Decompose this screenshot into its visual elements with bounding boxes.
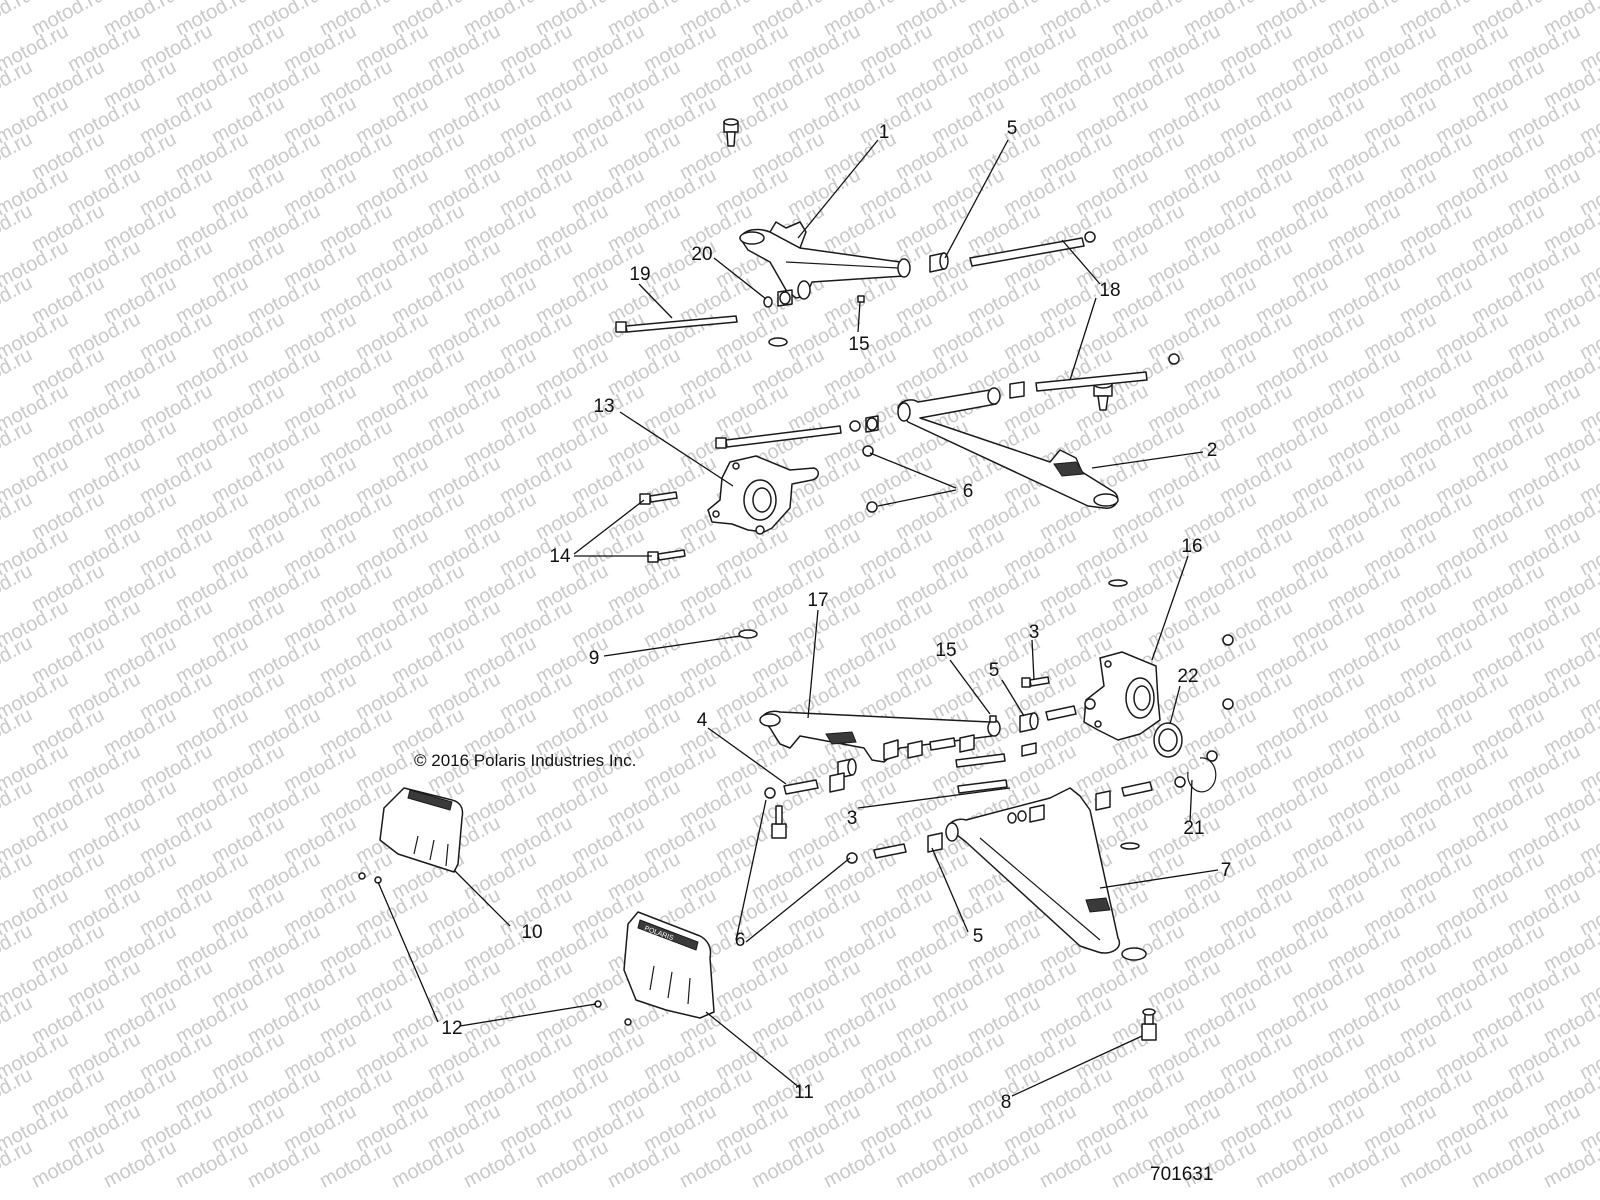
pivot-shaft-lower-drawing [1009,353,1180,399]
callout-17: 17 [807,590,828,611]
diagram-number: 701631 [1150,1164,1213,1185]
callout-19: 19 [629,264,650,285]
nut-6b [866,501,878,513]
nut-right-2 [1222,698,1234,710]
long-bolt-mid-drawing [715,415,879,449]
bushing-upper-drawing [929,252,949,273]
callout-1: 1 [879,122,890,143]
knuckle-bolts-14-drawing [639,491,686,563]
nut-6a [862,445,874,457]
callout-12: 12 [441,1018,462,1039]
callout-4: 4 [697,710,708,731]
leader-lines [377,139,1219,1097]
nut-6c [764,787,776,799]
callout-22: 22 [1177,666,1198,687]
o-ring-upper [768,337,788,347]
callout-21: 21 [1183,818,1204,839]
callout-5b: 5 [989,660,1000,681]
callout-6c: 6 [735,930,746,951]
callout-5a: 5 [1007,118,1018,139]
o-ring-9 [738,629,758,639]
upper-ball-joint-drawing [723,118,739,147]
callout-15a: 15 [848,334,869,355]
callout-11: 11 [794,1082,814,1103]
nut-right-1 [1222,634,1234,646]
ball-joint-8-drawing [1141,1008,1157,1041]
callout-6a: 6 [963,481,974,502]
callout-7: 7 [1221,860,1232,881]
callout-10: 10 [521,922,542,943]
lower-row-hardware-drawing [846,776,1186,864]
callout-3b: 3 [847,808,858,829]
a-arm-17-drawing [759,710,1001,763]
callout-14: 14 [549,546,571,567]
steering-knuckle-13-drawing [707,455,819,535]
bolt-3-upper-drawing [1021,676,1050,688]
callout-20: 20 [691,244,712,265]
steering-knuckle-16-drawing [1083,651,1161,741]
pivot-shaft-upper-drawing [969,231,1096,267]
callout-15b: 15 [935,640,956,661]
ball-joint-lower-left-drawing [771,805,787,839]
center-hardware-drawing [837,734,1037,794]
retaining-ring-21 [1187,757,1217,793]
watermark-text: motod.ru [1576,0,1600,4]
callout-16: 16 [1181,536,1202,557]
callout-labels: 1 5 19 20 15 18 13 2 6 14 16 17 9 15 5 3… [441,118,1231,1113]
callout-3a: 3 [1029,622,1040,643]
o-ring-right-top [1108,579,1128,587]
long-bolt-upper-drawing [615,315,738,333]
bushings-5-lower-drawing [1019,698,1096,733]
callout-8: 8 [1001,1092,1012,1113]
grease-fitting-lower [989,715,997,723]
copyright-notice: © 2016 Polaris Industries Inc. [414,751,636,770]
callout-13: 13 [593,396,614,417]
wheel-bearing-22-drawing [1153,722,1183,758]
a-arm-7-drawing [945,787,1147,961]
a-arm-2-drawing [897,387,1119,509]
callout-18: 18 [1099,280,1120,301]
bushing-shaft-4-drawing [783,772,845,795]
grease-fitting-drawing [857,295,865,303]
bushing-washer-drawing [763,289,793,308]
callout-9: 9 [589,648,600,669]
callout-2: 2 [1207,440,1218,461]
upper-arm-drawing [739,221,911,300]
callout-5c: 5 [973,926,984,947]
nut-right-3 [1206,750,1218,762]
skid-guard-10-drawing [358,787,464,884]
skid-guard-11-drawing [594,911,715,1026]
